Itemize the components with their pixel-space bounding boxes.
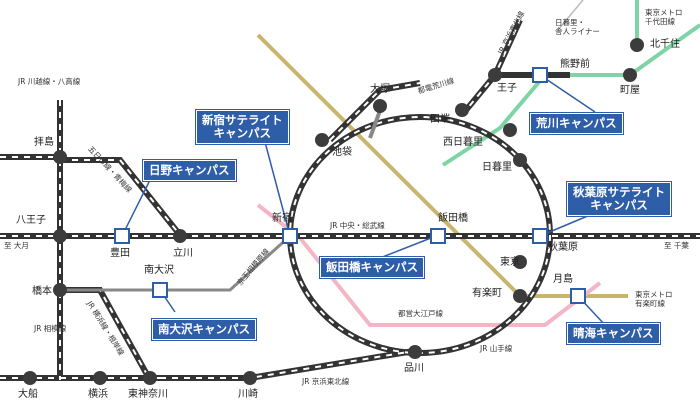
- yurakucho-line: [256, 33, 522, 298]
- station-higashikanagawa: 東神奈川: [128, 389, 168, 400]
- campus-akihabara[interactable]: 秋葉原サテライト キャンパス: [566, 180, 672, 218]
- line-toei-oedo: 都営大江戸線: [398, 309, 443, 318]
- station-yokohama: 横浜: [88, 389, 108, 400]
- line-jr-kawagoe-hachiko: JR 川越線・八高線: [18, 77, 81, 86]
- line-to-otsuki: 至 大月: [4, 241, 29, 250]
- oedo-line: [256, 203, 602, 327]
- campus-shinjuku[interactable]: 新宿サテライト キャンパス: [195, 108, 290, 146]
- station-hachioji: 八王子: [16, 215, 46, 226]
- line-jr-sagami: JR 相模線: [34, 324, 67, 333]
- station-yurakucho: 有楽町: [472, 288, 502, 299]
- station-nishinippori: 西日暮里: [443, 137, 483, 148]
- line-jr-chuo-sobu: JR 中央・総武線: [330, 221, 385, 230]
- station-ikebukuro: 池袋: [332, 147, 352, 158]
- station-hashimoto: 橋本: [32, 286, 52, 297]
- station-ofuna: 大船: [18, 389, 38, 400]
- station-shinjuku: 新宿: [272, 213, 292, 224]
- line-to-chiba: 至 千葉: [664, 241, 689, 250]
- station-kawasaki: 川崎: [238, 389, 258, 400]
- station-kitasenju: 北千住: [650, 39, 680, 50]
- station-iidabashi: 飯田橋: [438, 213, 468, 224]
- campus-hino[interactable]: 日野キャンパス: [142, 158, 237, 183]
- campus-minamiosawa[interactable]: 南大沢キャンパス: [151, 317, 257, 342]
- line-nippori-toneri: 日暮里・ 舎人ライナー: [555, 18, 600, 36]
- station-shinagawa: 品川: [404, 363, 424, 374]
- line-tokyo-metro-yurakucho: 東京メトロ 有楽町線: [635, 290, 673, 308]
- station-tachikawa: 立川: [173, 248, 193, 259]
- line-tokyo-metro-chiyoda: 東京メトロ 千代田線: [645, 8, 683, 26]
- station-minamiosawa: 南大沢: [144, 265, 174, 276]
- station-tabata: 田端: [430, 114, 450, 125]
- line-jr-yamanote: JR 山手線: [480, 344, 513, 353]
- station-toyoda: 豊田: [110, 248, 130, 259]
- campus-arakawa[interactable]: 荒川キャンパス: [529, 111, 624, 136]
- station-nippori: 日暮里: [482, 162, 512, 173]
- station-tokyo: 東京: [500, 257, 520, 268]
- campus-harumi[interactable]: 晴海キャンパス: [566, 321, 661, 346]
- toneri-liner: [557, 0, 584, 31]
- station-dots: [23, 38, 644, 385]
- keio-line: [60, 234, 292, 292]
- station-tsukishima: 月島: [553, 274, 573, 285]
- line-jr-keihin-tohoku-bottom: JR 京浜東北線: [302, 377, 350, 386]
- station-kumanomae: 熊野前: [560, 59, 590, 70]
- station-oji: 王子: [497, 83, 517, 94]
- station-haijima: 拝島: [34, 137, 54, 148]
- station-machiya: 町屋: [620, 85, 640, 96]
- station-akihabara: 秋葉原: [548, 242, 578, 253]
- campus-stations: [114, 67, 586, 304]
- station-otsuka: 大塚: [370, 84, 390, 95]
- campus-iidabashi[interactable]: 飯田橋キャンパス: [319, 255, 425, 280]
